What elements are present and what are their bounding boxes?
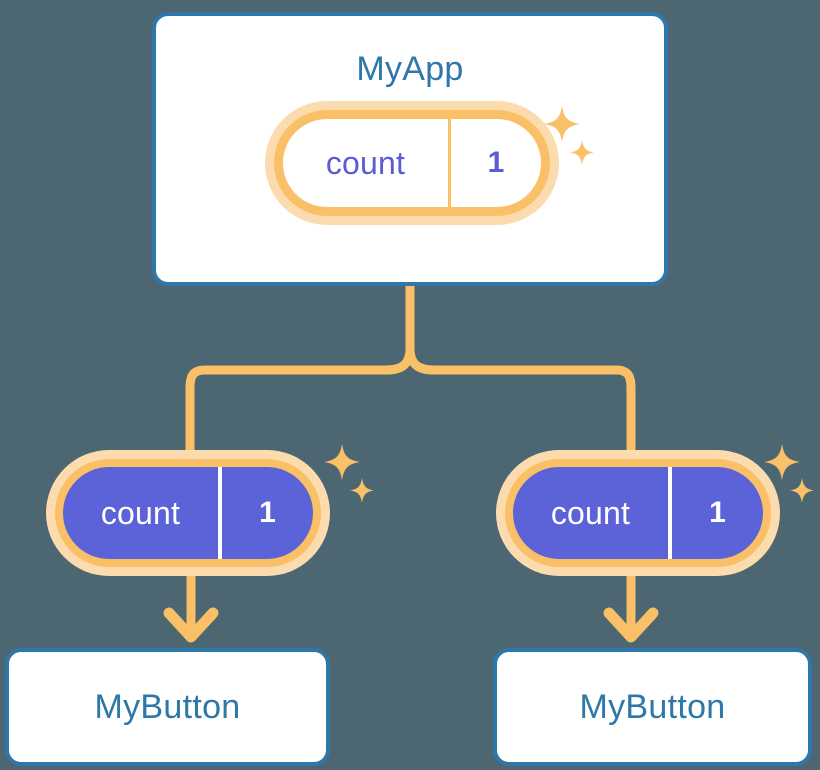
state-pill-right-key: count (513, 467, 672, 559)
card-mybutton-right[interactable]: MyButton (493, 648, 812, 766)
card-myapp-title: MyApp (356, 50, 464, 88)
state-pill-myapp-key: count (283, 119, 451, 207)
state-pill-left-value: 1 (259, 496, 276, 529)
state-pill-myapp-value: 1 (487, 146, 505, 179)
four-point-star-icon (324, 444, 360, 480)
state-pill-right-value: 1 (709, 496, 726, 529)
four-point-star-small-icon (790, 478, 814, 503)
four-point-star-small-icon (350, 478, 374, 503)
sparkle-group-left (324, 444, 374, 503)
card-mybutton-left-title: MyButton (94, 688, 241, 726)
state-pill-myapp[interactable]: count 1 (274, 110, 550, 216)
card-mybutton-left[interactable]: MyButton (5, 648, 330, 766)
state-pill-right[interactable]: count 1 (505, 459, 771, 567)
card-mybutton-right-title: MyButton (579, 688, 726, 726)
state-pill-left[interactable]: count 1 (55, 459, 321, 567)
state-pill-left-key: count (63, 467, 222, 559)
